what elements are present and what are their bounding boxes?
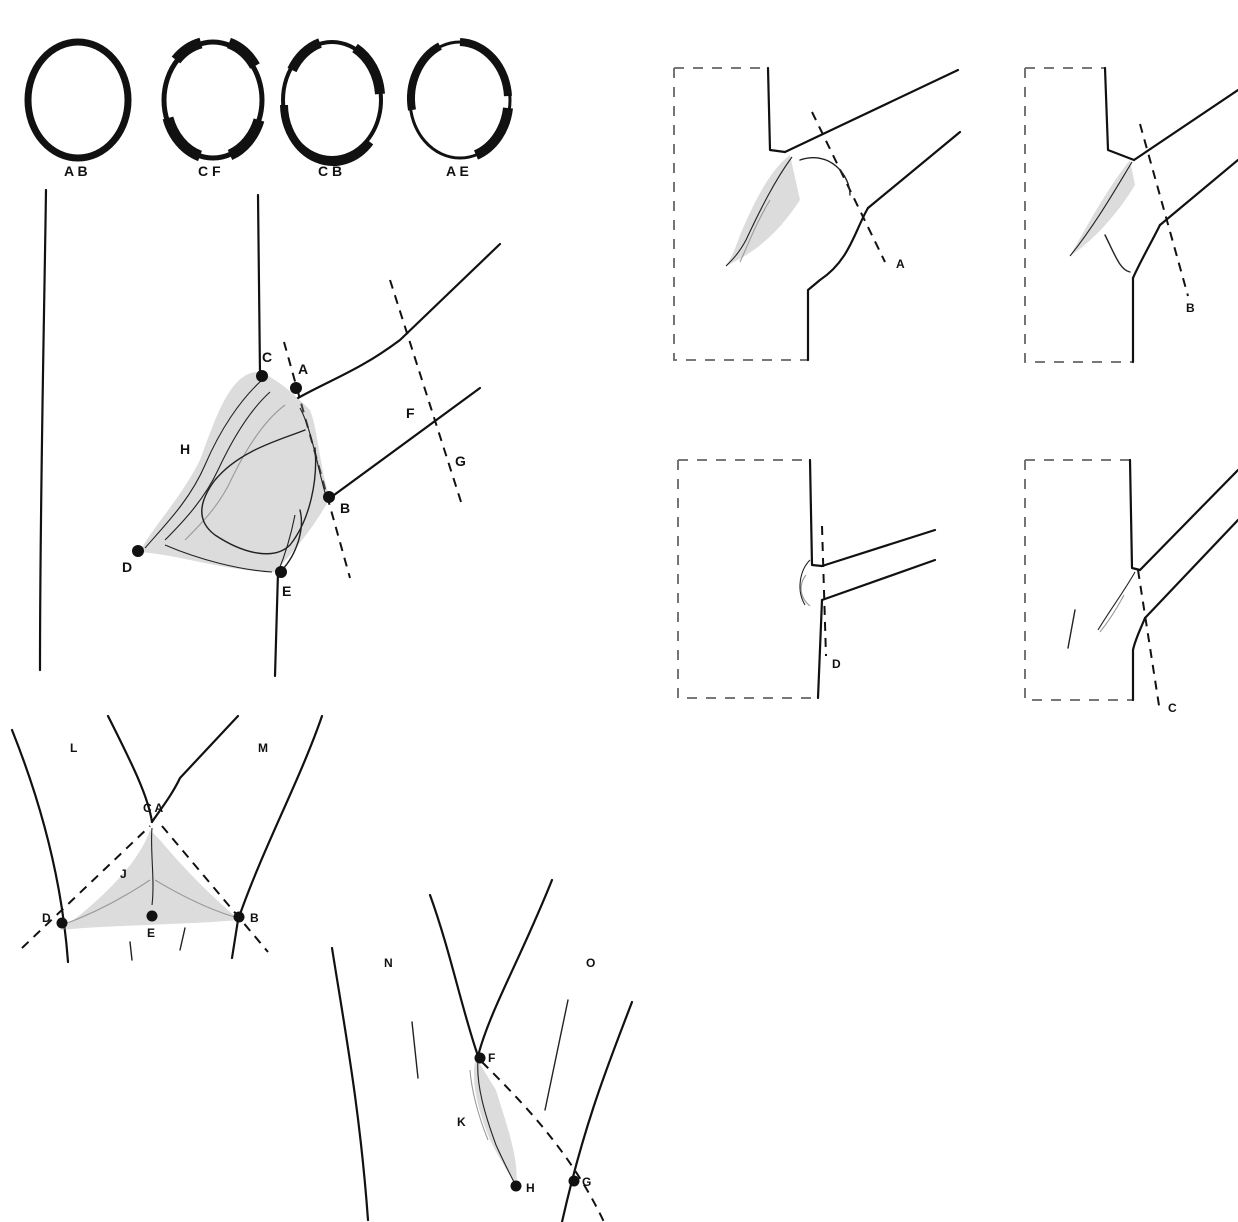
- lower-label-g: G: [582, 1175, 591, 1189]
- main-label-g: G: [455, 453, 466, 469]
- fork-label-b: B: [250, 911, 259, 925]
- main-label-d: D: [122, 559, 132, 575]
- main-label-f: F: [406, 405, 415, 421]
- small-panel-d: D: [677, 458, 937, 700]
- ring-caption-cb: C B: [318, 163, 342, 179]
- small-panel-b: B: [1024, 66, 1238, 364]
- ring-caption-ab: A B: [64, 163, 88, 179]
- ring-caption-cf: C F: [198, 163, 221, 179]
- fork-label-m: M: [258, 741, 268, 755]
- panel-label-b: B: [1186, 301, 1195, 315]
- lower-label-n: N: [384, 956, 393, 970]
- panel-label-d: D: [832, 657, 841, 671]
- fork-figure: L M C A J D E B: [10, 714, 324, 964]
- main-branch-figure: C A H F G B D E: [38, 188, 502, 678]
- lower-label-h: H: [526, 1181, 535, 1195]
- fork-label-ca: C A: [143, 801, 164, 815]
- lower-branch-figure: N O F K H G: [330, 878, 634, 1222]
- ring-figure-ab: A B: [24, 38, 132, 179]
- ring-caption-ae: A E: [446, 163, 469, 179]
- fork-label-d: D: [42, 911, 51, 925]
- ring-figure-cf: C F: [161, 37, 265, 179]
- small-panel-c: C: [1024, 458, 1238, 715]
- lower-label-f: F: [488, 1051, 495, 1065]
- fork-label-j: J: [120, 867, 127, 881]
- ring-figure-ae: A E: [407, 38, 513, 179]
- main-label-c: C: [262, 349, 272, 365]
- small-panel-a: A: [673, 66, 962, 362]
- lower-label-k: K: [457, 1115, 466, 1129]
- main-label-e: E: [282, 583, 291, 599]
- fork-label-e: E: [147, 926, 155, 940]
- main-label-h: H: [180, 441, 190, 457]
- ring-figure-cb: C B: [280, 38, 385, 179]
- fork-label-l: L: [70, 741, 77, 755]
- main-label-b: B: [340, 500, 350, 516]
- panel-label-c: C: [1168, 701, 1177, 715]
- lower-label-o: O: [586, 956, 595, 970]
- panel-label-a: A: [896, 257, 905, 271]
- main-label-a: A: [298, 361, 308, 377]
